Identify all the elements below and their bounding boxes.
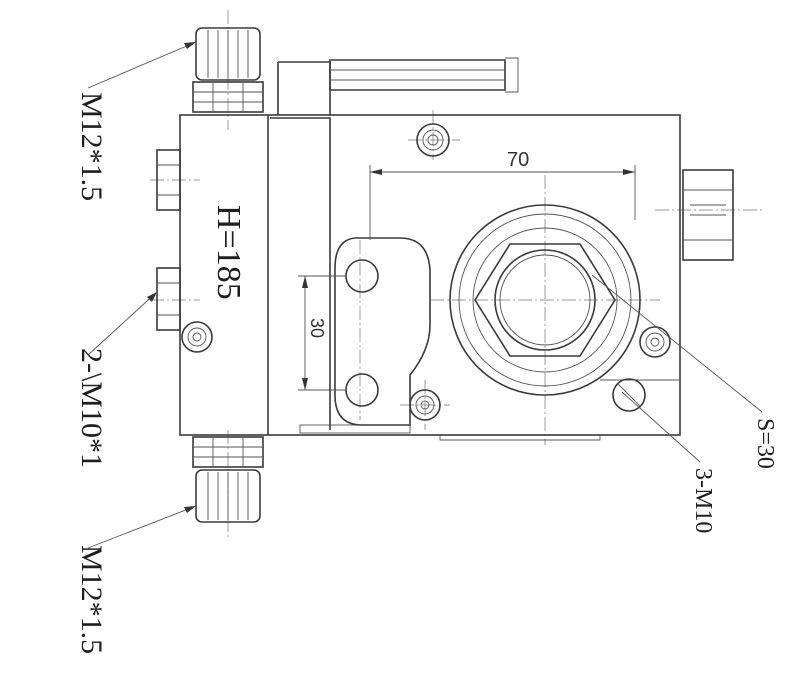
label-port-bottom: M12*1.5 <box>75 545 108 654</box>
dim-label-30: 30 <box>307 318 327 338</box>
bolt-top <box>416 123 450 157</box>
bottom-fitting <box>192 436 264 523</box>
top-fitting <box>192 27 264 113</box>
central-port <box>449 204 641 396</box>
slotted-plate <box>334 237 431 426</box>
dim-label-70: 70 <box>507 149 529 171</box>
bolt-left <box>181 321 213 353</box>
label-port-top: M12*1.5 <box>75 92 108 201</box>
valve-body <box>179 61 681 441</box>
side-ports <box>156 149 181 331</box>
threaded-hole <box>612 378 646 412</box>
label-port-mid: 2-\M10*1 <box>75 348 108 468</box>
lever-handle <box>329 57 519 93</box>
dimension-30 <box>298 275 346 391</box>
right-plug <box>682 169 734 261</box>
label-socket: S=30 <box>752 418 778 469</box>
bolts <box>181 123 671 421</box>
dimension-70 <box>369 165 636 240</box>
bolt-bottom <box>409 389 441 421</box>
label-bolts: 3-M10 <box>690 468 716 533</box>
labels: H=185 M12*1.5 2-\M10*1 M12*1.5 S=30 3-M1… <box>75 92 778 654</box>
label-height: H=185 <box>210 205 247 300</box>
bolt-right <box>639 326 671 358</box>
leader-lines <box>87 41 763 549</box>
